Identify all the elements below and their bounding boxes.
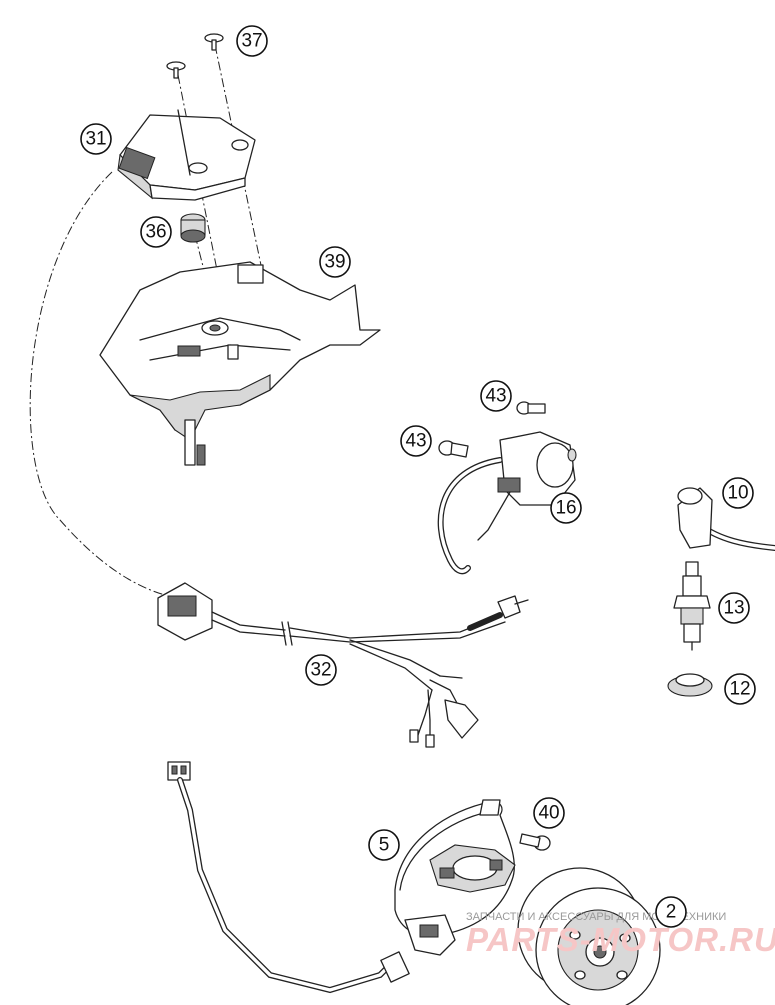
bolt-43-upper	[516, 401, 546, 415]
callout-43-lower-label: 43	[405, 431, 426, 452]
screw-37	[166, 33, 224, 79]
callout-12-label: 12	[729, 679, 750, 700]
bracket-39	[99, 261, 381, 466]
callout-36: 36	[140, 216, 172, 248]
rotor-2	[517, 867, 661, 1005]
callout-5: 5	[368, 829, 400, 861]
callout-39-label: 39	[324, 252, 345, 273]
spark-plug-cap-10	[677, 487, 775, 551]
callout-10: 10	[722, 477, 754, 509]
callout-31: 31	[80, 123, 112, 155]
grommet-36	[180, 213, 206, 243]
callout-13: 13	[718, 592, 750, 624]
bolt-43-lower	[438, 440, 469, 458]
callout-36-label: 36	[145, 222, 166, 243]
callout-10-label: 10	[727, 483, 748, 504]
wiring-harness-32	[157, 582, 529, 748]
callout-16-label: 16	[555, 498, 576, 519]
callout-43-upper: 43	[480, 380, 512, 412]
callout-39: 39	[319, 246, 351, 278]
watermark-brand: PARTS-MOTOR.RU	[466, 921, 775, 958]
spark-plug-13	[673, 561, 711, 651]
watermark-caption: ЗАПЧАСТИ И АКСЕССУАРЫ ДЛЯ МОТОТЕХНИКИ	[466, 911, 726, 923]
callout-13-label: 13	[723, 598, 744, 619]
callout-32-label: 32	[310, 660, 331, 681]
screw-40	[519, 833, 551, 851]
stator-lead	[167, 761, 410, 994]
stator-5	[394, 799, 516, 956]
callout-37: 37	[236, 25, 268, 57]
ignition-coil-16	[437, 431, 577, 575]
callout-2-label: 2	[666, 902, 677, 923]
callout-31-label: 31	[85, 129, 106, 150]
seal-12	[667, 673, 713, 697]
callout-2: 2	[655, 896, 687, 928]
callout-32: 32	[305, 654, 337, 686]
callout-37-label: 37	[241, 31, 262, 52]
callout-5-label: 5	[379, 835, 390, 856]
callout-16: 16	[550, 492, 582, 524]
callout-12: 12	[724, 673, 756, 705]
callout-40: 40	[533, 797, 565, 829]
callout-40-label: 40	[538, 803, 559, 824]
watermark: PARTS-MOTOR.RU ЗАПЧАСТИ И АКСЕССУАРЫ ДЛЯ…	[466, 911, 775, 958]
cdi-unit-31	[117, 109, 256, 201]
callout-43-upper-label: 43	[485, 386, 506, 407]
callout-43-lower: 43	[400, 425, 432, 457]
